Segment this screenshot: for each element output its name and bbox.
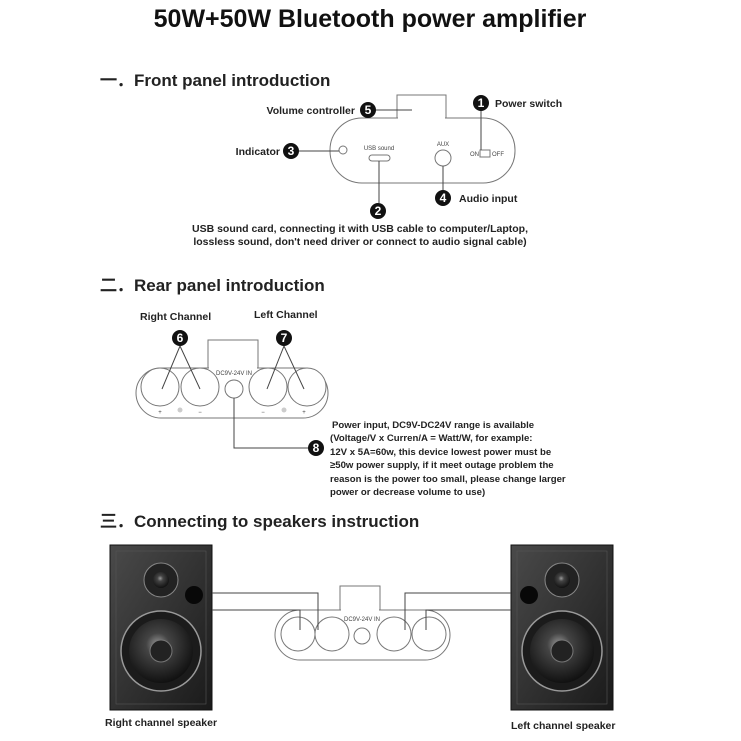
front-panel-heading: 一．Front panel introduction [100, 71, 330, 90]
right-minus-terminal [180, 367, 220, 407]
right-plus-terminal [140, 367, 180, 407]
left-channel-speaker [510, 544, 614, 711]
front-panel: USB sound AUX ON OFF [329, 94, 516, 184]
callout-5 [360, 102, 376, 118]
left-speaker-label: Left channel speaker [511, 720, 615, 732]
svg-text:8: 8 [313, 441, 320, 455]
left-channel-label: Left Channel [254, 309, 318, 321]
right-channel-speaker [109, 544, 213, 711]
usb-note-line-2: lossless sound, don't need driver or con… [193, 236, 526, 248]
callout-2 [370, 203, 386, 219]
svg-text:+: + [302, 410, 306, 416]
dc-jack [224, 379, 244, 399]
volume-controller-label: Volume controller [267, 105, 356, 117]
callout-4 [435, 190, 451, 206]
callout-8 [308, 440, 324, 456]
svg-text:2: 2 [375, 204, 382, 218]
power-note: Power input, DC9V-DC24V range is availab… [330, 420, 566, 498]
svg-text:7: 7 [281, 331, 288, 345]
aux-jack [434, 149, 452, 167]
rear-panel: DC9V-24V IN + − − + [135, 339, 329, 419]
rear-panel-heading: 二．Rear panel introduction [100, 276, 325, 295]
svg-text:6: 6 [177, 331, 184, 345]
svg-text:12V x 5A=60w, this device lowe: 12V x 5A=60w, this device lowest power m… [330, 447, 551, 458]
power-switch-label: Power switch [495, 98, 562, 110]
svg-text:DC9V-24V IN: DC9V-24V IN [344, 617, 380, 623]
callout-3 [283, 143, 299, 159]
right-channel-label: Right Channel [140, 311, 211, 323]
indicator-led [338, 145, 348, 155]
svg-text:4: 4 [440, 191, 447, 205]
dc-label: DC9V-24V IN [216, 371, 252, 377]
svg-text:(Voltage/V x Curren/A = Watt/W: (Voltage/V x Curren/A = Watt/W, for exam… [330, 433, 532, 444]
power-switch [479, 149, 491, 158]
on-label: ON [470, 152, 479, 158]
svg-text:1: 1 [478, 96, 485, 110]
callout-1 [473, 95, 489, 111]
svg-text:−: − [198, 410, 202, 416]
usb-port [368, 154, 391, 162]
right-speaker-label: Right channel speaker [105, 717, 217, 729]
usb-note-line-1: USB sound card, connecting it with USB c… [192, 223, 528, 235]
svg-text:+: + [158, 410, 162, 416]
svg-text:3: 3 [288, 144, 295, 158]
svg-text:≥50w power supply, if it meet: ≥50w power supply, if it meet outage pro… [330, 460, 554, 471]
page-title: 50W+50W Bluetooth power amplifier [154, 5, 587, 33]
callout-6 [172, 330, 188, 346]
off-label: OFF [492, 152, 504, 158]
connect-panel: DC9V-24V IN [274, 585, 451, 661]
indicator-label: Indicator [236, 146, 280, 158]
left-plus-terminal [287, 367, 327, 407]
svg-text:power or decrease volume to us: power or decrease volume to use) [330, 487, 485, 498]
svg-text:reason is the power too small,: reason is the power too small, please ch… [330, 474, 566, 485]
connect-heading: 三．Connecting to speakers instruction [100, 512, 419, 531]
usb-port-label: USB sound [364, 146, 394, 152]
audio-input-label: Audio input [459, 193, 518, 205]
aux-label: AUX [437, 142, 449, 148]
svg-text:−: − [261, 410, 265, 416]
callout-7 [276, 330, 292, 346]
svg-text:5: 5 [365, 103, 372, 117]
svg-text:Power input, DC9V-DC24V range: Power input, DC9V-DC24V range is availab… [332, 420, 534, 431]
